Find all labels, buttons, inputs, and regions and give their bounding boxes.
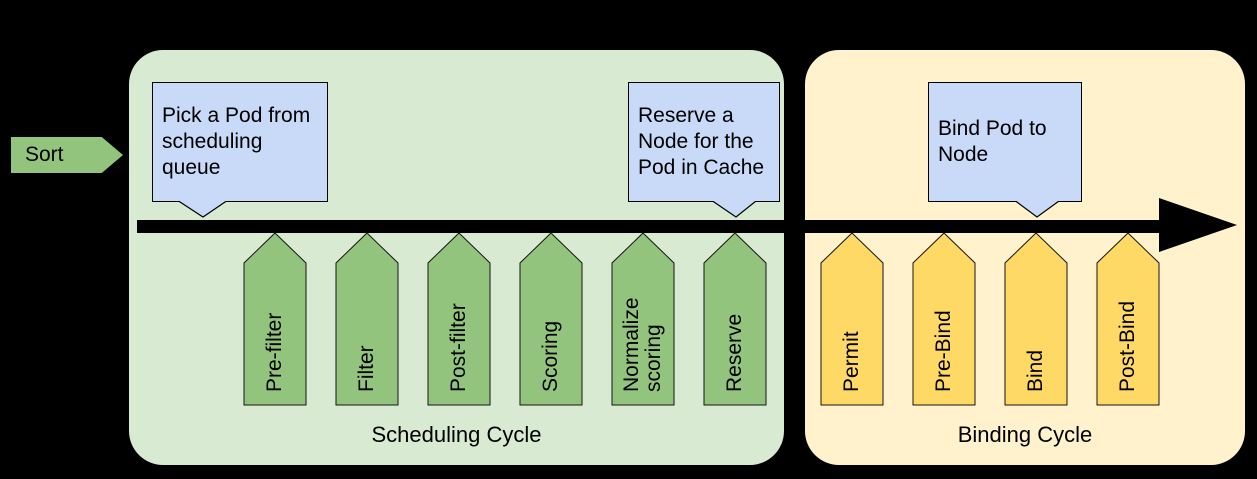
phase-label: Post-Bind — [1116, 300, 1139, 392]
phase-chevron: Normalize scoring — [611, 232, 675, 406]
phase-chevron: Scoring — [519, 232, 583, 406]
phase-label: Pre-Bind — [932, 310, 955, 392]
phase-chevron: Post-filter — [427, 232, 491, 406]
phase-label: Reserve — [723, 313, 746, 392]
up-arrow-icon — [1096, 232, 1160, 406]
phase-label: Permit — [840, 331, 863, 392]
phase-chevron: Filter — [335, 232, 399, 406]
timeline-arrow-bar — [137, 220, 1163, 233]
phase-chevron: Pre-Bind — [912, 232, 976, 406]
binding-cycle-title: Binding Cycle — [957, 422, 1093, 447]
up-arrow-icon — [335, 232, 399, 406]
sort-arrow: Sort — [11, 137, 123, 173]
phase-chevron: Reserve — [703, 232, 767, 406]
callout-tail — [178, 201, 227, 218]
phase-chevron: Bind — [1004, 232, 1068, 406]
up-arrow-icon — [243, 232, 307, 406]
phase-label: Pre-filter — [263, 312, 286, 392]
callout-bind-pod: Bind Pod to Node — [928, 82, 1082, 202]
callout-text: Bind Pod to Node — [938, 117, 1047, 166]
up-arrow-icon — [912, 232, 976, 406]
callout-text: Pick a Pod from scheduling queue — [162, 104, 311, 179]
callout-text: Reserve a Node for the Pod in Cache — [638, 104, 765, 179]
phase-label: Bind — [1024, 349, 1047, 392]
up-arrow-icon — [703, 232, 767, 406]
callout-reserve-node: Reserve a Node for the Pod in Cache — [628, 82, 780, 202]
phase-chevron: Permit — [820, 232, 884, 406]
callout-tail — [1015, 201, 1060, 218]
up-arrow-icon — [611, 232, 675, 406]
phase-chevron: Pre-filter — [243, 232, 307, 406]
phase-label: Normalize scoring — [620, 297, 665, 392]
phase-label: Scoring — [539, 320, 562, 392]
phase-label: Filter — [355, 345, 378, 392]
scheduling-cycle-title: Scheduling Cycle — [371, 422, 542, 447]
up-arrow-icon — [820, 232, 884, 406]
callout-pick-pod: Pick a Pod from scheduling queue — [152, 82, 328, 202]
phase-label: Post-filter — [447, 303, 470, 392]
up-arrow-icon — [519, 232, 583, 406]
sort-label: Sort — [25, 143, 64, 166]
up-arrow-icon — [1004, 232, 1068, 406]
up-arrow-icon — [427, 232, 491, 406]
callout-tail — [712, 201, 757, 218]
phase-chevron: Post-Bind — [1096, 232, 1160, 406]
